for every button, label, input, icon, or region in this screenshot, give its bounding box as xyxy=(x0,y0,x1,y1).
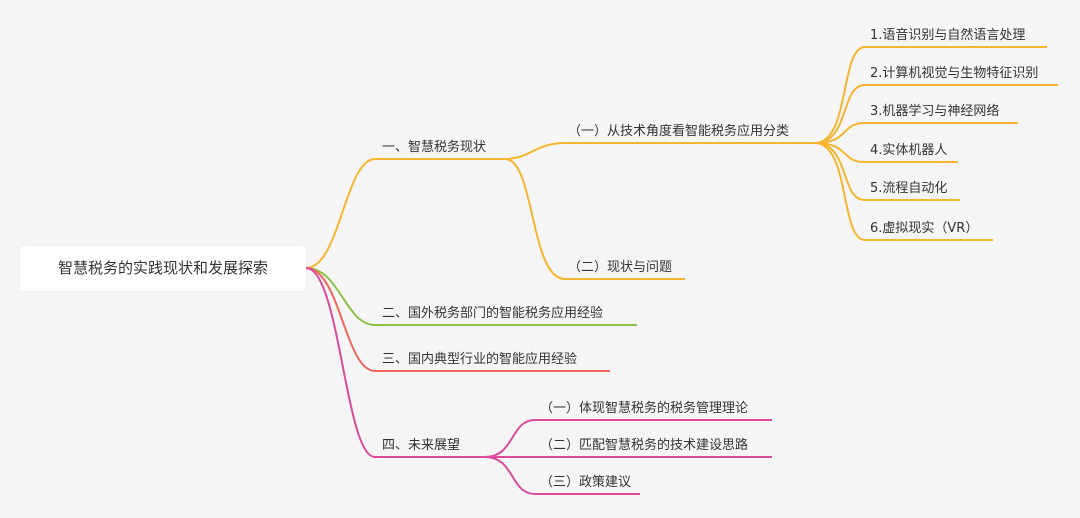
branch-3-node[interactable]: 三、国内典型行业的智能应用经验 xyxy=(382,352,578,367)
branch-4-connectors xyxy=(305,267,772,495)
branch-4-child-2-node[interactable]: （二）匹配智慧税务的技术建设思路 xyxy=(540,438,749,453)
branch-2-node[interactable]: 二、国外税务部门的智能税务应用经验 xyxy=(382,306,604,321)
branch-1-node[interactable]: 一、智慧税务现状 xyxy=(382,140,487,155)
connector-b1-1-to-leaf-1 xyxy=(814,46,1047,144)
connector-b1-1-to-leaf-6 xyxy=(814,142,993,241)
connector-b4-to-b4-3 xyxy=(484,456,640,495)
branch-4-node[interactable]: 四、未来展望 xyxy=(382,438,461,453)
branch-1-connectors xyxy=(305,46,1058,280)
connector-root-to-b1 xyxy=(305,158,505,269)
connector-b4-to-b4-1 xyxy=(484,419,772,458)
branch-1-child-2-node[interactable]: （二）现状与问题 xyxy=(568,260,673,275)
connector-b1-to-b1-1 xyxy=(504,142,815,160)
root-node[interactable] xyxy=(20,246,306,291)
connector-b1-1-to-leaf-4 xyxy=(814,142,958,163)
branch-1-child-1-node[interactable]: （一）从技术角度看智能税务应用分类 xyxy=(568,124,790,139)
leaf-physical-robot[interactable]: 4.实体机器人 xyxy=(870,143,948,158)
leaf-vision-biometrics[interactable]: 2.计算机视觉与生物特征识别 xyxy=(870,66,1039,81)
leaf-process-automation[interactable]: 5.流程自动化 xyxy=(870,181,948,196)
connector-root-to-b3 xyxy=(305,267,610,372)
connector-b1-1-to-leaf-5 xyxy=(814,142,960,201)
leaf-virtual-reality[interactable]: 6.虚拟现实（VR） xyxy=(870,221,979,236)
leaf-speech-nlp[interactable]: 1.语音识别与自然语言处理 xyxy=(870,28,1026,43)
leaf-ml-neural-net[interactable]: 3.机器学习与神经网络 xyxy=(870,104,1000,119)
root-node-label: 智慧税务的实践现状和发展探索 xyxy=(57,259,268,277)
branch-4-child-3-node[interactable]: （三）政策建议 xyxy=(540,475,632,490)
connector-root-to-b2 xyxy=(305,267,637,326)
branch-4-child-1-node[interactable]: （一）体现智慧税务的税务管理理论 xyxy=(540,401,749,416)
connector-b1-1-to-leaf-2 xyxy=(814,84,1058,144)
connector-b1-1-to-leaf-3 xyxy=(814,122,1018,144)
connector-root-to-b4 xyxy=(305,267,485,458)
connector-b1-to-b1-2 xyxy=(504,158,685,280)
